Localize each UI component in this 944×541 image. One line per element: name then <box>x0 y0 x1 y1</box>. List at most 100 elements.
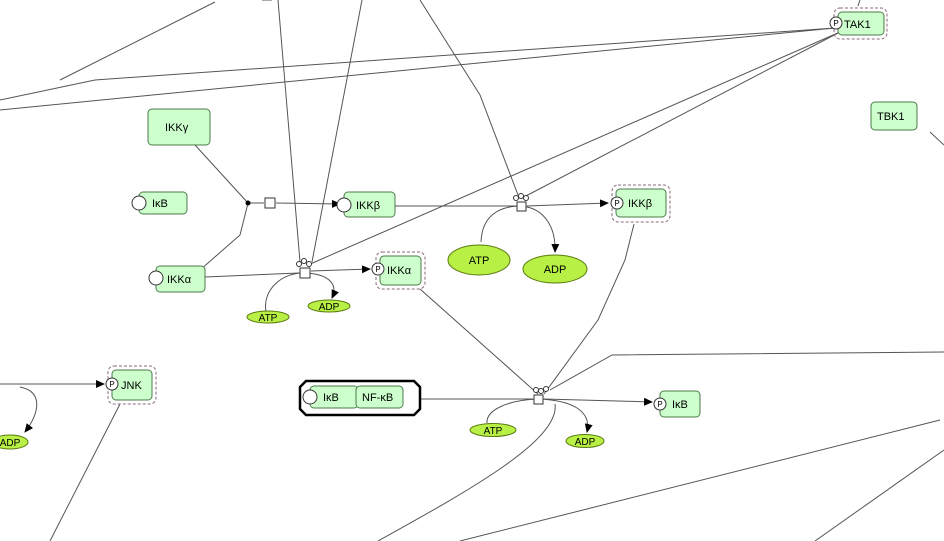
edge-atp-left <box>265 272 306 313</box>
edge-to-ikka-p <box>310 265 371 274</box>
edge-tbk1-right <box>929 131 944 146</box>
process-ikkb[interactable] <box>264 197 276 209</box>
edge-atp-center <box>480 205 522 243</box>
edge-tak1-left-2 <box>0 27 836 111</box>
process-ikb-p[interactable] <box>533 394 544 405</box>
modifier-dot <box>523 195 529 201</box>
state-variable-p <box>371 262 385 276</box>
jnk-label: JNK <box>121 380 142 392</box>
modifier-dot <box>296 261 302 267</box>
ikka-label: IKKα <box>167 274 192 286</box>
ikka-p-label: IKKα <box>387 265 412 277</box>
edge-to-ikkb <box>275 199 341 208</box>
complex-ikb-label: IκB <box>323 392 339 404</box>
ikb-left-label: IκB <box>152 198 168 210</box>
metabolite-adp-bottom[interactable]: ADP <box>565 434 605 449</box>
edge-bottom-far-right <box>814 449 944 541</box>
state-variable-p <box>829 16 843 30</box>
edge-ikkg-junction <box>194 144 249 204</box>
process-ikkb-p[interactable] <box>516 201 527 212</box>
state-variable-p <box>610 196 624 210</box>
node-jnk[interactable]: P JNK <box>105 365 157 405</box>
modifier-dot <box>543 386 549 392</box>
metabolite-adp-edge[interactable]: ADP <box>0 434 29 450</box>
edge-tak1-top <box>857 0 861 7</box>
tbk1-label: TBK1 <box>877 111 905 123</box>
modifier-dot <box>533 387 539 393</box>
process-nodes <box>264 193 549 405</box>
edge-tak1-left-1 <box>0 27 836 101</box>
edge-adp-edge <box>19 386 38 433</box>
metabolite-adp-left[interactable]: ADP <box>307 299 351 313</box>
modifier-dot <box>513 195 519 201</box>
state-label: P <box>833 19 838 28</box>
state-label: P <box>109 380 114 389</box>
edge-adp-left <box>304 272 339 299</box>
state-label: P <box>657 400 662 409</box>
edge-jnk-down <box>49 403 121 541</box>
svg-text:ADP: ADP <box>319 302 340 313</box>
node-ikka-p[interactable]: P IKKα <box>371 251 426 290</box>
modifier-dot <box>518 193 524 199</box>
state-variable-empty <box>148 270 164 286</box>
edge-bottom-curve <box>377 403 556 541</box>
metabolite-adp-center[interactable]: ADP <box>522 254 588 284</box>
edge-top-b <box>311 0 363 263</box>
node-ikkg[interactable]: IKKγ <box>147 108 211 146</box>
node-tbk1[interactable]: TBK1 <box>870 101 918 131</box>
edge-tak1-ikka <box>307 31 841 266</box>
node-ikb-p[interactable]: P IκB <box>653 390 701 418</box>
edge-tak1-ikkb <box>521 31 841 199</box>
edge-ikka-proc <box>204 272 300 278</box>
ikkb-p-label: IKKβ <box>628 198 652 210</box>
state-variable-p <box>653 397 667 411</box>
edge-top-left <box>59 1 216 81</box>
modifier-dot <box>538 388 544 394</box>
edge-ikka-junction <box>199 202 249 271</box>
complex-ikb-nfkb[interactable]: IκB NF-κB <box>298 379 422 417</box>
edge-top-a <box>277 0 301 263</box>
node-tak1[interactable]: TAK1 P <box>829 7 888 40</box>
edge-atp-bottom <box>486 398 539 424</box>
process-ikka-p[interactable] <box>299 267 311 279</box>
state-variable-empty <box>131 195 147 211</box>
metabolite-atp-left[interactable]: ATP <box>246 310 290 324</box>
state-variable-empty <box>336 197 352 213</box>
node-ikkb-p[interactable]: P IKKβ <box>610 184 671 223</box>
edge-to-ikkb-p <box>526 199 609 208</box>
node-ikb-left[interactable]: IκB <box>131 191 188 215</box>
modifier-dot <box>301 258 307 264</box>
state-label: P <box>614 199 619 208</box>
ikkg-label: IKKγ <box>165 122 189 134</box>
state-label: P <box>375 265 380 274</box>
svg-text:ATP: ATP <box>484 426 503 437</box>
edge-to-ikb-p <box>543 397 653 406</box>
node-ikka[interactable]: IKKα <box>148 265 206 293</box>
svg-text:ATP: ATP <box>469 255 490 267</box>
edge-right-top <box>549 351 944 391</box>
ikkb-label: IKKβ <box>356 200 380 212</box>
node-ikkb[interactable]: IKKβ <box>336 191 396 218</box>
edge-adp-center <box>520 205 560 253</box>
tak1-label: TAK1 <box>844 19 871 31</box>
state-variable-empty <box>302 389 318 405</box>
svg-text:ADP: ADP <box>0 438 21 449</box>
edge-bottom-right <box>459 419 941 541</box>
metabolite-atp-bottom[interactable]: ATP <box>469 423 517 438</box>
modifier-dot <box>306 261 312 267</box>
ikb-p-label: IκB <box>672 399 688 411</box>
edge-top-c <box>419 0 519 196</box>
edge-adp-bottom <box>537 398 593 433</box>
complex-member-nfkb <box>355 385 404 409</box>
complex-nfkb-label: NF-κB <box>362 392 393 404</box>
edge-ikka-p-proc <box>419 288 539 395</box>
junction-dot <box>245 200 251 206</box>
svg-text:ATP: ATP <box>259 313 278 324</box>
edge-ikkb-p-proc <box>543 223 635 395</box>
metabolite-atp-center[interactable]: ATP <box>447 244 511 276</box>
svg-text:ADP: ADP <box>575 437 596 448</box>
state-variable-p <box>105 377 119 391</box>
svg-text:ADP: ADP <box>544 264 567 276</box>
